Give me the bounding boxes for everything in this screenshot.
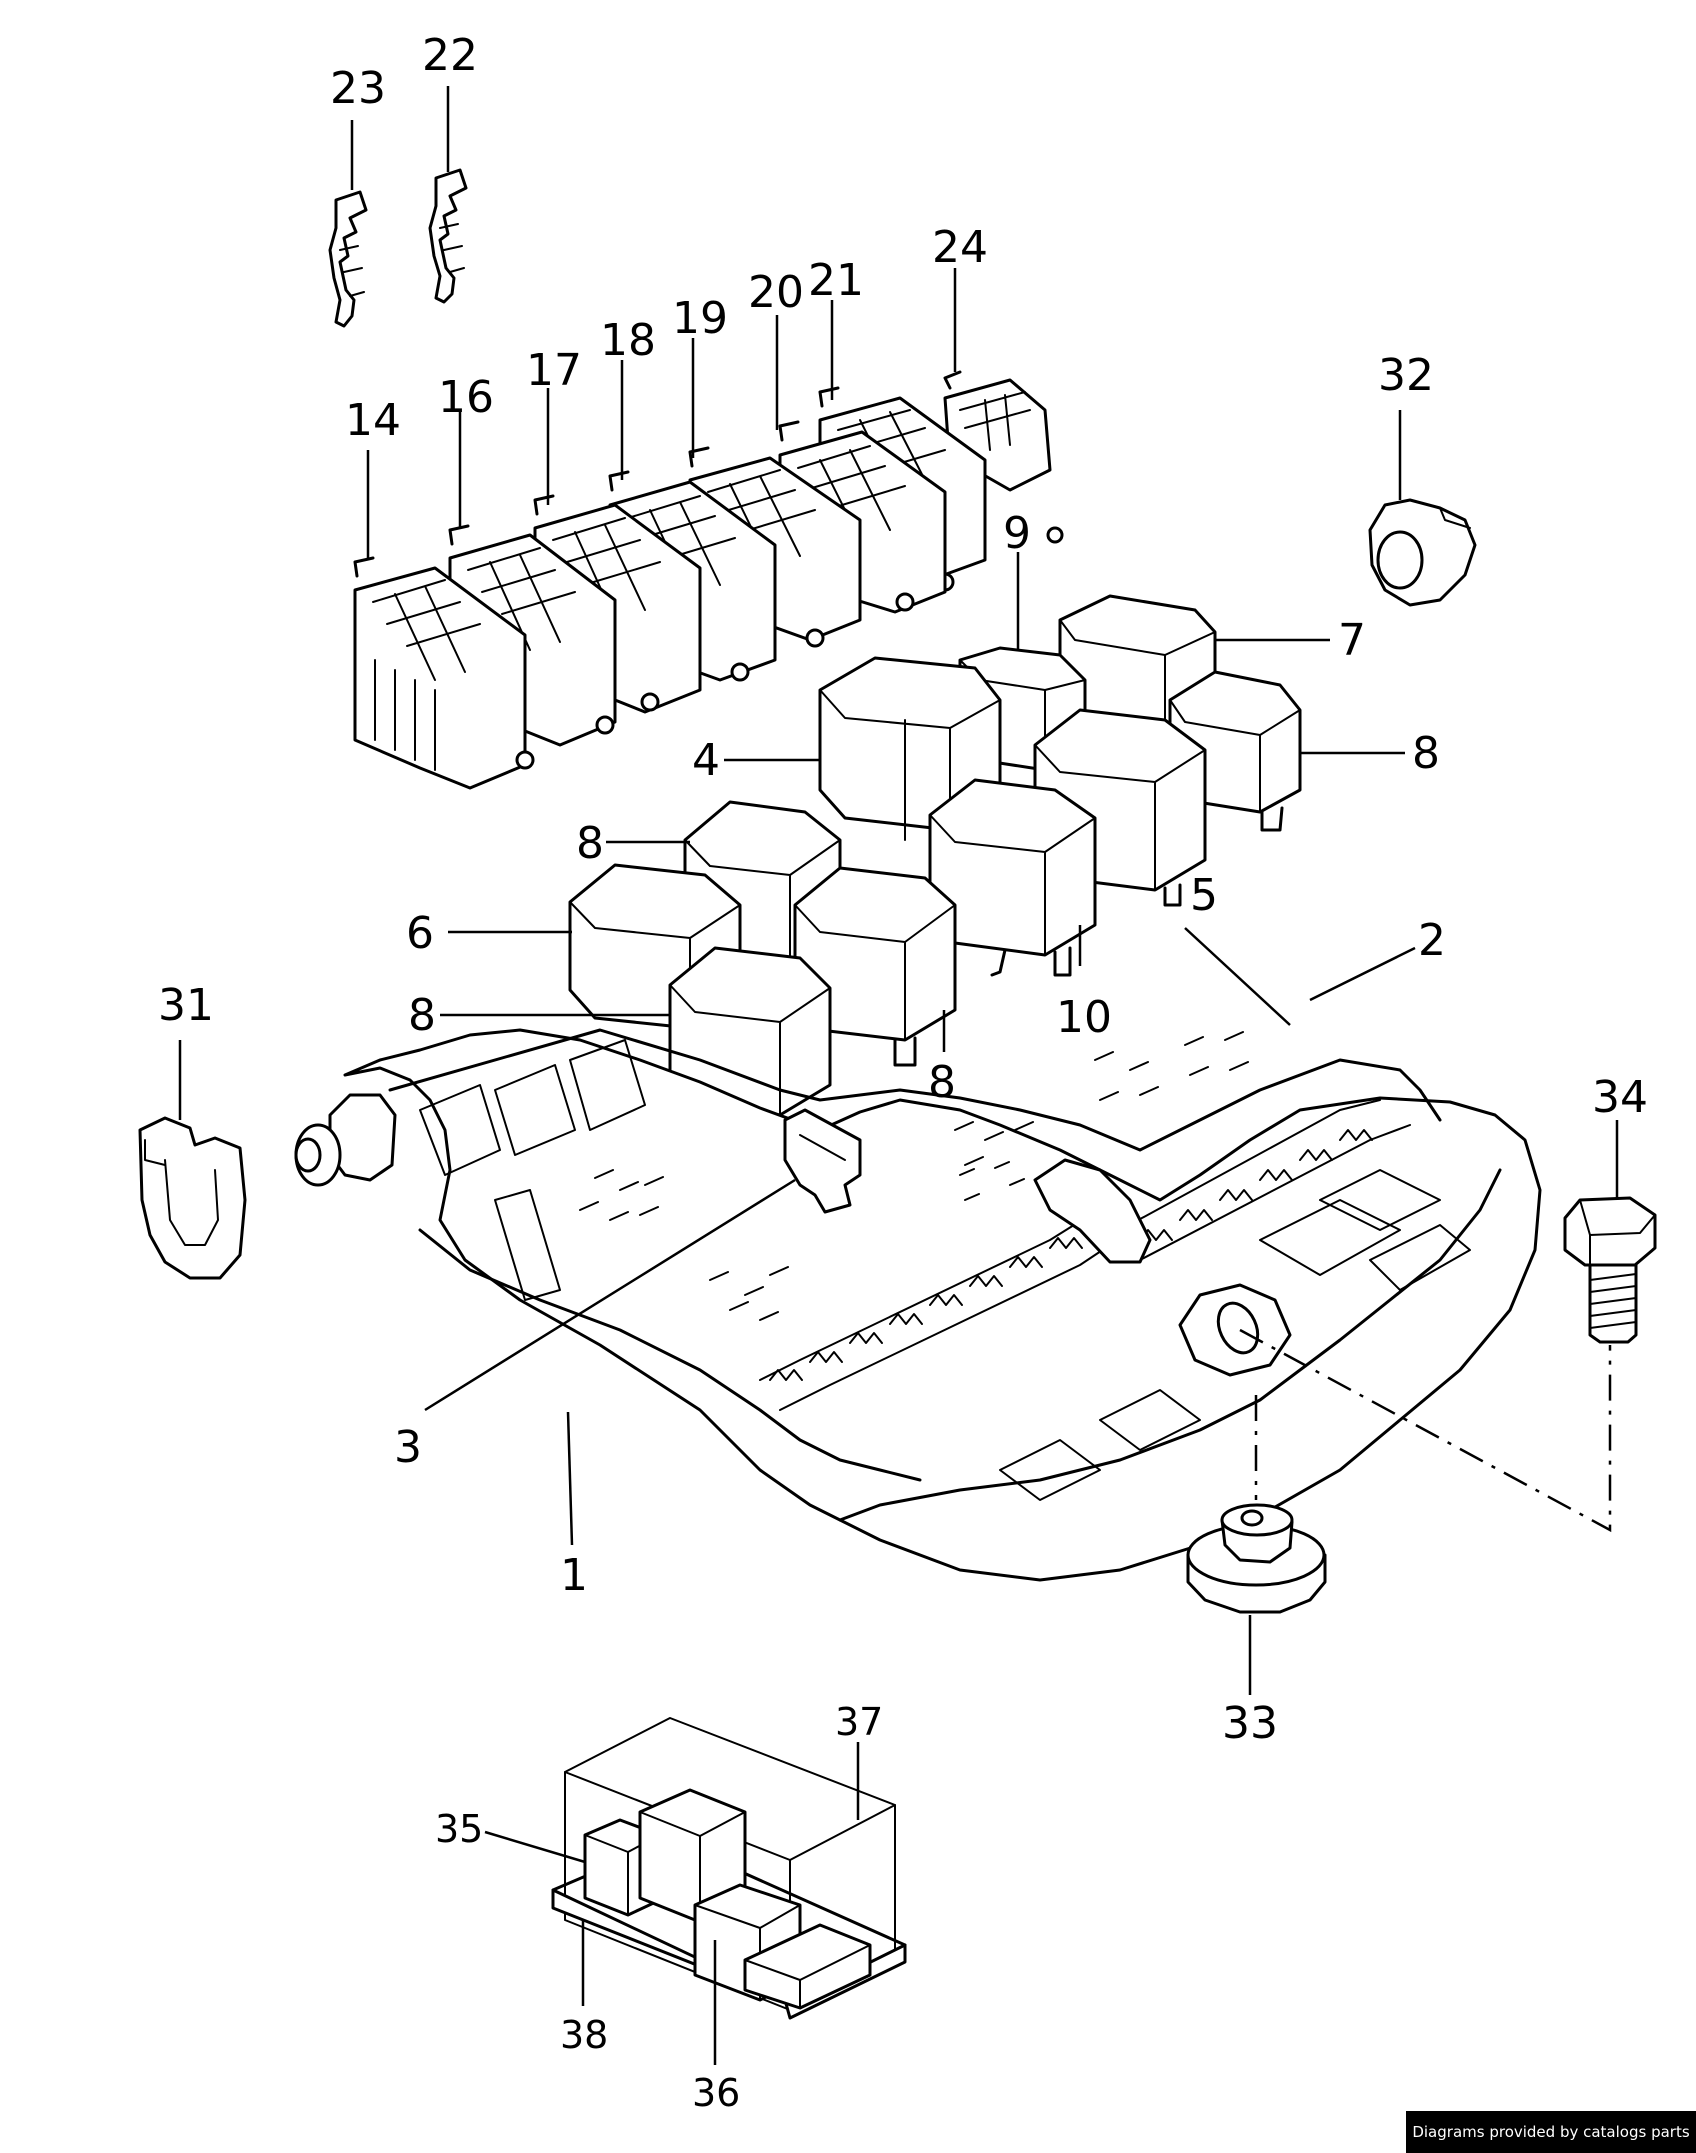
callout-37: 37 [835, 1700, 883, 1744]
callout-24: 24 [932, 222, 988, 273]
callout-18: 18 [600, 315, 656, 366]
callout-8-right: 8 [1412, 728, 1440, 779]
relays [568, 594, 1302, 1117]
relay-set [551, 1717, 907, 2020]
callout-labels: 23 22 14 16 17 18 19 20 21 24 32 9 7 8 4… [158, 30, 1648, 2115]
callout-22: 22 [422, 30, 478, 81]
terminal-23 [328, 190, 368, 328]
relay-carrier [294, 1028, 1542, 1582]
callout-3: 3 [394, 1422, 422, 1473]
callout-34: 34 [1592, 1072, 1648, 1123]
grommet-32 [1368, 498, 1477, 607]
callout-17: 17 [526, 345, 582, 396]
callout-16: 16 [438, 372, 494, 423]
connector-14 [353, 556, 535, 790]
callout-36: 36 [692, 2071, 740, 2115]
callout-4: 4 [692, 735, 720, 786]
callout-21: 21 [808, 255, 864, 306]
callout-19: 19 [672, 293, 728, 344]
callout-1: 1 [560, 1550, 588, 1601]
callout-38: 38 [560, 2013, 608, 2057]
bolt-34 [1563, 1196, 1657, 1344]
grommet-33 [1186, 1503, 1327, 1614]
callout-2: 2 [1418, 915, 1446, 966]
callout-14: 14 [345, 395, 401, 446]
callout-6: 6 [406, 908, 434, 959]
callout-7: 7 [1338, 615, 1366, 666]
callout-20: 20 [748, 267, 804, 318]
callout-9: 9 [1003, 508, 1031, 559]
leader-lines [178, 86, 1619, 2065]
connector-housings [353, 370, 1064, 790]
callout-32: 32 [1378, 350, 1434, 401]
callout-31: 31 [158, 980, 214, 1031]
callout-23: 23 [330, 63, 386, 114]
callout-33: 33 [1222, 1698, 1278, 1749]
callout-8-bottom: 8 [928, 1057, 956, 1108]
callout-10: 10 [1056, 992, 1112, 1043]
callout-5: 5 [1190, 870, 1218, 921]
credit-banner: Diagrams provided by catalogs parts [1406, 2111, 1696, 2153]
callout-8-top: 8 [576, 818, 604, 869]
callout-8-left: 8 [408, 990, 436, 1041]
clip-31 [138, 1116, 247, 1280]
terminal-22 [428, 168, 468, 304]
connector-16 [448, 524, 617, 747]
callout-35: 35 [435, 1807, 483, 1851]
